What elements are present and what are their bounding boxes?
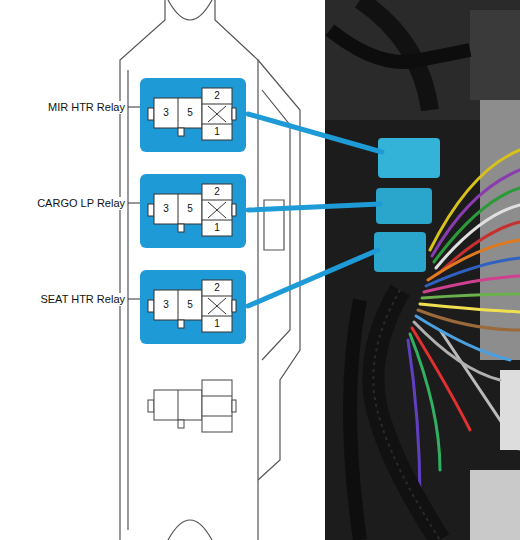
pin-number: 5 — [183, 203, 197, 215]
housing-outline — [120, 0, 300, 540]
pointer-lines — [248, 114, 382, 306]
relay-box: SEAT HTR Relay3521 — [140, 270, 246, 344]
relay-pinout — [140, 174, 246, 248]
pin-number: 1 — [210, 318, 224, 330]
pin-number: 3 — [159, 299, 173, 311]
relay-box: CARGO LP Relay3521 — [140, 174, 246, 248]
relay-pinout — [140, 270, 246, 344]
photo — [325, 0, 520, 540]
pin-number: 3 — [159, 107, 173, 119]
relay-pinout — [140, 78, 246, 152]
pin-number: 5 — [183, 107, 197, 119]
pin-number: 2 — [210, 186, 224, 198]
pin-number: 3 — [159, 203, 173, 215]
pin-number: 5 — [183, 299, 197, 311]
relay-label: MIR HTR Relay — [47, 101, 126, 114]
pin-number: 2 — [210, 90, 224, 102]
leader-line — [128, 202, 234, 276]
empty-relay-socket — [148, 380, 236, 432]
pin-number: 1 — [210, 222, 224, 234]
pin-number: 1 — [210, 126, 224, 138]
relay-label: CARGO LP Relay — [36, 197, 126, 210]
relay-box: MIR HTR Relay3521 — [140, 78, 246, 152]
pin-number: 2 — [210, 282, 224, 294]
leader-line — [128, 106, 234, 180]
relay-label: SEAT HTR Relay — [39, 293, 126, 306]
leader-line — [128, 298, 234, 372]
